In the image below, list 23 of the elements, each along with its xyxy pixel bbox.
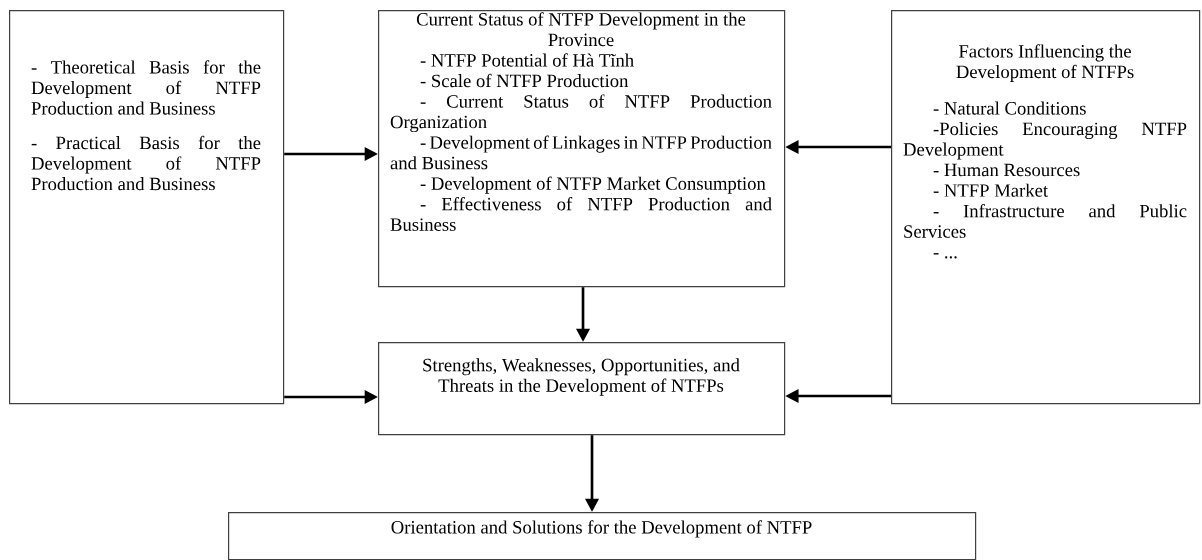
list-item: - Scale of NTFP Production [420,73,629,88]
list-item: - Development of NTFP Market Consumption [420,176,766,194]
heading-text: Orientation and Solutions for the Development of NTFP [391,520,812,538]
text-box [378,342,786,436]
list-item: - NTFP Potential of Hà Tĩnh [420,53,634,67]
list-item: -Policies Encouraging NTFP Development [903,122,1187,160]
list-item: - Practical Basis for the Development of NTFP Production and Business [31,135,261,191]
list-item: - Current Status of NTFP Production Organization [390,94,772,133]
list-item: - Human Resources [933,163,1080,177]
list-item: - NTFP Market [933,183,1048,197]
text-box [9,10,285,405]
list-item: - Natural Conditions [933,101,1086,115]
heading-text: Strengths, Weaknesses, Opportunities, and Threats in the Development of NTFPs [423,358,740,396]
text-box [228,512,977,560]
heading-text: Current Status of NTFP Development in the Province [416,12,746,47]
text-box [891,10,1201,405]
list-item: - Effectiveness of NTFP Production and Business [390,197,772,231]
list-item: - Theoretical Basis for the Development of NTFP Production and Business [31,60,261,115]
list-item: - ... [933,253,957,259]
list-item: - Infrastructure and Public Services [904,204,1187,238]
list-item: - Development of Linkages in NTFP Production and Business [390,135,772,170]
text-box [378,10,786,288]
heading-text: Factors Influencing the Development of NTFPs [956,44,1134,82]
